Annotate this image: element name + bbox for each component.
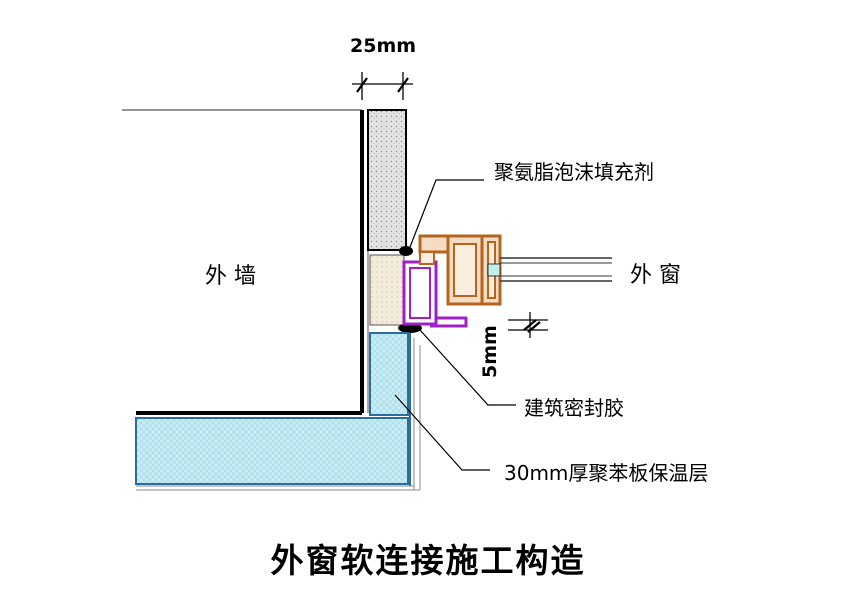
dimension-5mm <box>508 312 548 338</box>
window-label: 外 窗 <box>630 263 681 288</box>
foam-label: 聚氨脂泡沫填充剂 <box>494 160 654 184</box>
dimension-5mm-label: 5mm <box>479 325 501 378</box>
dimension-25mm <box>352 72 413 100</box>
sealant-label: 建筑密封胶 <box>524 396 624 420</box>
insulation-board <box>135 332 421 491</box>
dimension-25mm-label: 25mm <box>350 35 416 57</box>
glazing <box>487 257 612 282</box>
wall-body <box>122 109 369 415</box>
diagram-title: 外窗软连接施工构造 <box>271 541 586 580</box>
foam-filler <box>369 254 405 326</box>
leader-lines <box>394 179 516 471</box>
wall-label: 外 墙 <box>205 264 256 289</box>
plaster-strip <box>367 109 407 251</box>
insulation-label: 30mm厚聚苯板保温层 <box>504 461 708 485</box>
sealant-bead-top <box>399 246 413 256</box>
